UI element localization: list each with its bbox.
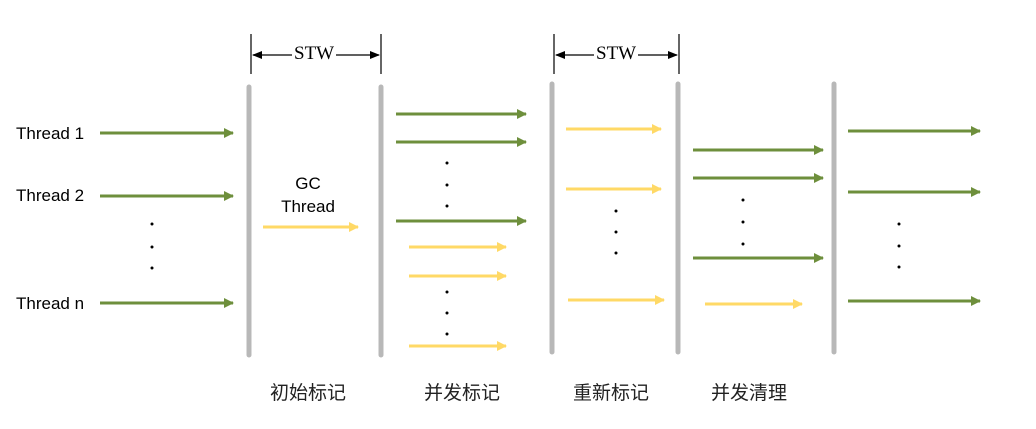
ellipsis-dot-2-1 (445, 161, 449, 165)
phase-remark: 重新标记 (573, 382, 650, 404)
stw-label-remark: STW (594, 43, 639, 65)
ellipsis-dot-2-2 (445, 183, 449, 187)
ellipsis-dot-3-3 (445, 332, 449, 336)
gc-thread-label-line1: GC (295, 174, 321, 193)
thread-1-label: Thread 1 (16, 124, 85, 143)
ellipsis-dot-6-3 (897, 265, 901, 269)
ellipsis-dot-2-3 (445, 204, 449, 208)
ellipsis-dot-3-2 (445, 311, 449, 315)
thread-2-label: Thread 2 (16, 186, 85, 205)
ellipsis-dot-4-2 (614, 230, 618, 234)
gc-thread-label: GC Thread (266, 172, 350, 218)
ellipsis-dot-5-3 (741, 242, 745, 246)
ellipsis-dot-1-2 (150, 245, 154, 249)
ellipsis-dot-4-1 (614, 209, 618, 213)
ellipsis-dot-6-2 (897, 244, 901, 248)
ellipsis-dot-1-1 (150, 222, 154, 226)
ellipsis-dot-4-3 (614, 251, 618, 255)
phase-concurrent-sweep: 并发清理 (711, 382, 788, 404)
ellipsis-dot-5-2 (741, 220, 745, 224)
ellipsis-dot-5-1 (741, 198, 745, 202)
thread-n-label: Thread n (16, 294, 85, 313)
gc-thread-label-line2: Thread (281, 197, 335, 216)
ellipsis-dot-1-3 (150, 266, 154, 270)
ellipsis-dot-6-1 (897, 222, 901, 226)
phase-initial-mark: 初始标记 (270, 382, 347, 404)
stw-label-initial: STW (292, 43, 337, 65)
ellipsis-dot-3-1 (445, 290, 449, 294)
phase-concurrent-mark: 并发标记 (424, 382, 501, 404)
